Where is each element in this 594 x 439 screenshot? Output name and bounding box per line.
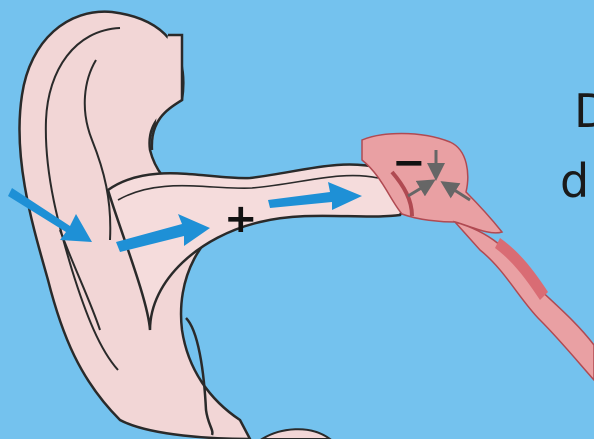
eustachian-tube	[455, 222, 594, 380]
ear-canal	[108, 165, 404, 331]
clipped-text-line2: d	[560, 158, 589, 204]
lower-shape-edge	[262, 429, 330, 439]
clipped-text-line1: D	[574, 88, 594, 134]
negative-pressure-sign: −	[392, 140, 426, 186]
positive-pressure-sign: +	[224, 196, 258, 242]
middle-ear-cavity	[362, 134, 502, 233]
